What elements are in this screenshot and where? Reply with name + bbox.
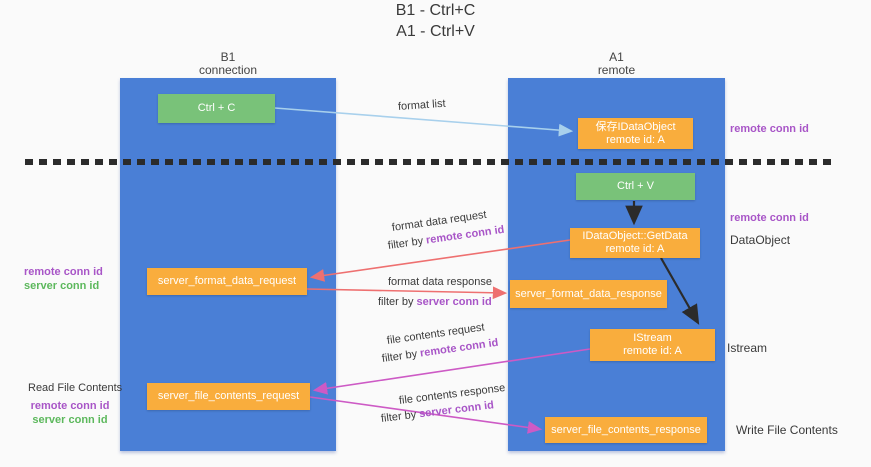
annotation-left-server-conn-id-bottom: server conn id [32,414,108,426]
arrow-format-data-response [306,286,508,300]
node-idataobject-getdata: IDataObject::GetData remote id: A [570,228,700,258]
diagram-title-line2: A1 - Ctrl+V [396,23,475,40]
node-server-file-contents-request-label: server_file_contents_request [157,390,300,402]
filter-by-text: filter by [381,347,421,365]
diagram-title-line1: B1 - Ctrl+C [395,2,476,19]
node-ctrl-c: Ctrl + C [158,94,275,123]
node-istream: IStream remote id: A [590,329,715,361]
annotation-left-remote-conn-id-bottom: remote conn id [30,400,110,412]
edge-label-file-contents-response-filter: filter by server conn id [380,399,494,425]
edge-label-format-data-response-filter: filter by server conn id [378,296,492,308]
node-ctrl-v-label: Ctrl + V [617,180,654,192]
node-save-idataobject-line2: remote id: A [606,133,665,146]
edge-label-format-list: format list [397,97,446,113]
annotation-left-conn-ids-bottom: remote conn id server conn id [25,399,115,427]
node-server-format-data-response-label: server_format_data_response [515,287,662,300]
filter-by-text: filter by [387,234,427,252]
annotation-dataobject: DataObject [730,233,791,247]
node-server-file-contents-response-label: server_file_contents_response [551,423,701,436]
node-idataobject-getdata-line2: remote id: A [605,243,665,255]
diagram-title: B1 - Ctrl+C A1 - Ctrl+V [0,0,871,42]
annotation-remote-conn-id-mid: remote conn id [730,212,809,224]
node-save-idataobject: 保存IDataObject remote id: A [578,118,693,149]
lane-b1-name: B1 [220,50,236,64]
lane-header-a1: A1 remote [508,51,725,77]
annotation-left-conn-ids-mid: remote conn id server conn id [24,265,103,293]
annotation-left-server-conn-id-mid: server conn id [24,280,100,292]
lane-b1-subtitle: connection [198,63,258,77]
node-server-file-contents-response: server_file_contents_response [545,417,707,443]
annotation-read-file-contents: Read File Contents [28,382,123,394]
filter-by-text: filter by [380,408,420,425]
annotation-istream: Istream [727,341,768,355]
node-idataobject-getdata-line1: IDataObject::GetData [582,230,688,242]
filter-by-text: filter by [378,296,417,308]
node-server-format-data-request-label: server_format_data_request [157,275,297,287]
edge-label-format-data-response: format data response [388,276,492,288]
lane-a1-name: A1 [609,50,624,64]
node-server-format-data-request: server_format_data_request [147,268,307,295]
server-conn-id-text: server conn id [416,296,492,308]
annotation-left-remote-conn-id-mid: remote conn id [24,266,103,278]
lane-a1-subtitle: remote [597,63,636,77]
node-ctrl-v: Ctrl + V [576,173,695,200]
annotation-write-file-contents: Write File Contents [736,423,838,437]
node-istream-line1: IStream [633,332,672,344]
node-ctrl-c-label: Ctrl + C [197,102,236,114]
node-server-file-contents-request: server_file_contents_request [147,383,310,410]
lane-header-b1: B1 connection [120,51,336,77]
node-server-format-data-response: server_format_data_response [510,280,667,308]
annotation-remote-conn-id-top: remote conn id [730,123,809,135]
node-istream-line2: remote id: A [623,345,682,357]
node-save-idataobject-line1: 保存IDataObject [595,120,676,133]
dashed-divider-line [25,159,833,165]
